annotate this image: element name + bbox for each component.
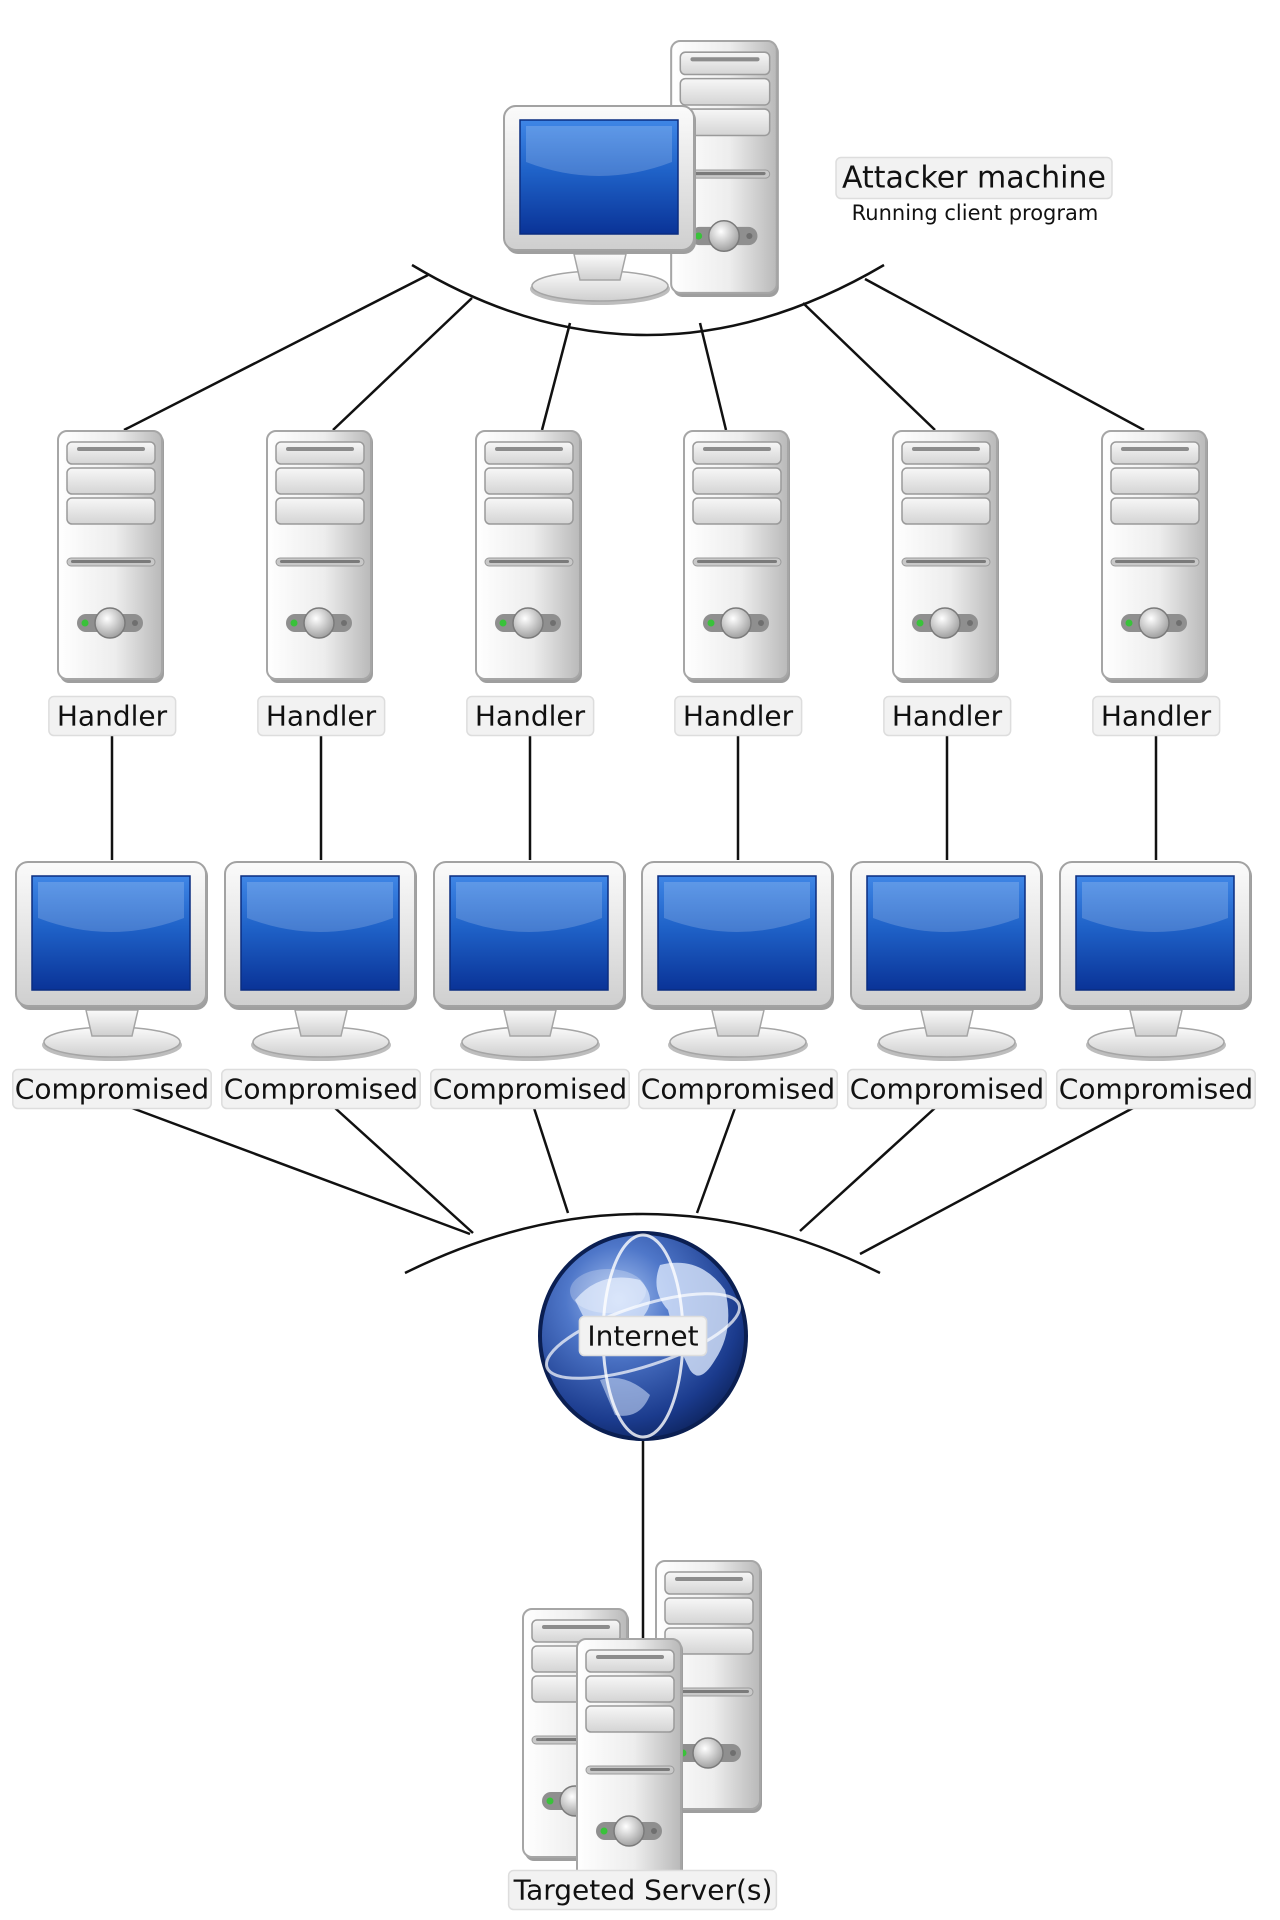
compromised-label-bg <box>430 1068 630 1110</box>
internet-label-bg <box>578 1315 708 1357</box>
monitor-icon <box>15 861 209 1062</box>
attacker-to-handler-line <box>864 277 1145 432</box>
tower-server-icon <box>1101 430 1209 684</box>
connection-lines <box>110 263 1158 1640</box>
monitor-icon <box>224 861 418 1062</box>
compromised-label-group: Compromised <box>430 1068 630 1110</box>
handler-label-group: Handler <box>1092 695 1221 737</box>
handler-label: Handler <box>57 700 168 733</box>
handler-label-bg <box>674 695 803 737</box>
compromised-label: Compromised <box>433 1073 627 1106</box>
handler-label-group: Handler <box>48 695 177 737</box>
attacker-to-handler-line <box>802 302 936 431</box>
compromised-label: Compromised <box>15 1073 209 1106</box>
handler-label-group: Handler <box>466 695 595 737</box>
monitor-icon <box>433 861 627 1062</box>
handler-label-group: Handler <box>674 695 803 737</box>
attacker-title-group: Attacker machine <box>835 156 1113 200</box>
handler-label-bg <box>883 695 1012 737</box>
monitor-icon <box>503 105 697 306</box>
attacker-subtitle-group: Running client program <box>852 201 1099 225</box>
compromised-label: Compromised <box>224 1073 418 1106</box>
attacker-to-handler-line <box>123 273 429 432</box>
internet-label-group: Internet <box>578 1315 708 1357</box>
compromised-label-bg <box>847 1068 1047 1110</box>
compromised-label-bg <box>221 1068 421 1110</box>
handler-label-group: Handler <box>883 695 1012 737</box>
compromised-label-group: Compromised <box>847 1068 1047 1110</box>
compromised-label: Compromised <box>641 1073 835 1106</box>
compromised-to-internet-line <box>532 1107 570 1214</box>
compromised-label-bg <box>638 1068 838 1110</box>
monitor-icon <box>850 861 1044 1062</box>
attacker-title-bg <box>835 156 1113 200</box>
compromised-label: Compromised <box>1059 1073 1253 1106</box>
handler-label-bg <box>257 695 386 737</box>
compromised-label-group: Compromised <box>221 1068 421 1110</box>
tower-server-icon <box>683 430 791 684</box>
diagram-nodes <box>15 40 1253 1892</box>
compromised-to-internet-line <box>131 1106 471 1236</box>
compromised-to-internet-line <box>695 1107 737 1214</box>
attacker-arc <box>411 263 885 337</box>
handler-label: Handler <box>266 700 377 733</box>
handler-label: Handler <box>683 700 794 733</box>
tower-server-icon <box>892 430 1000 684</box>
attacker-to-handler-line <box>332 297 473 431</box>
tower-server-icon <box>57 430 165 684</box>
internet-label: Internet <box>587 1320 698 1353</box>
compromised-label-group: Compromised <box>638 1068 838 1110</box>
compromised-to-internet-line <box>334 1107 474 1234</box>
monitor-icon <box>641 861 835 1062</box>
handler-label: Handler <box>892 700 1003 733</box>
handler-label: Handler <box>475 700 586 733</box>
attacker-title: Attacker machine <box>842 161 1106 196</box>
attacker-to-handler-line <box>540 322 572 431</box>
compromised-label-group: Compromised <box>12 1068 212 1110</box>
compromised-label-bg <box>1056 1068 1256 1110</box>
target-label-group: Targeted Server(s) <box>507 1869 778 1911</box>
internet-arc <box>404 1212 881 1275</box>
compromised-to-internet-line <box>799 1107 936 1232</box>
attacker-to-handler-line <box>698 322 728 431</box>
tower-server-icon <box>475 430 583 684</box>
attacker-subtitle: Running client program <box>852 201 1099 225</box>
tower-server-icon <box>576 1638 684 1892</box>
handler-label: Handler <box>1101 700 1212 733</box>
compromised-to-internet-line <box>859 1106 1134 1256</box>
compromised-label-bg <box>12 1068 212 1110</box>
target-label-bg <box>507 1869 778 1911</box>
handler-label-bg <box>48 695 177 737</box>
compromised-label-group: Compromised <box>1056 1068 1256 1110</box>
target-label: Targeted Server(s) <box>513 1874 773 1907</box>
compromised-label: Compromised <box>850 1073 1044 1106</box>
handler-label-bg <box>1092 695 1221 737</box>
monitor-icon <box>1059 861 1253 1062</box>
tower-server-icon <box>266 430 374 684</box>
handler-label-group: Handler <box>257 695 386 737</box>
handler-label-bg <box>466 695 595 737</box>
